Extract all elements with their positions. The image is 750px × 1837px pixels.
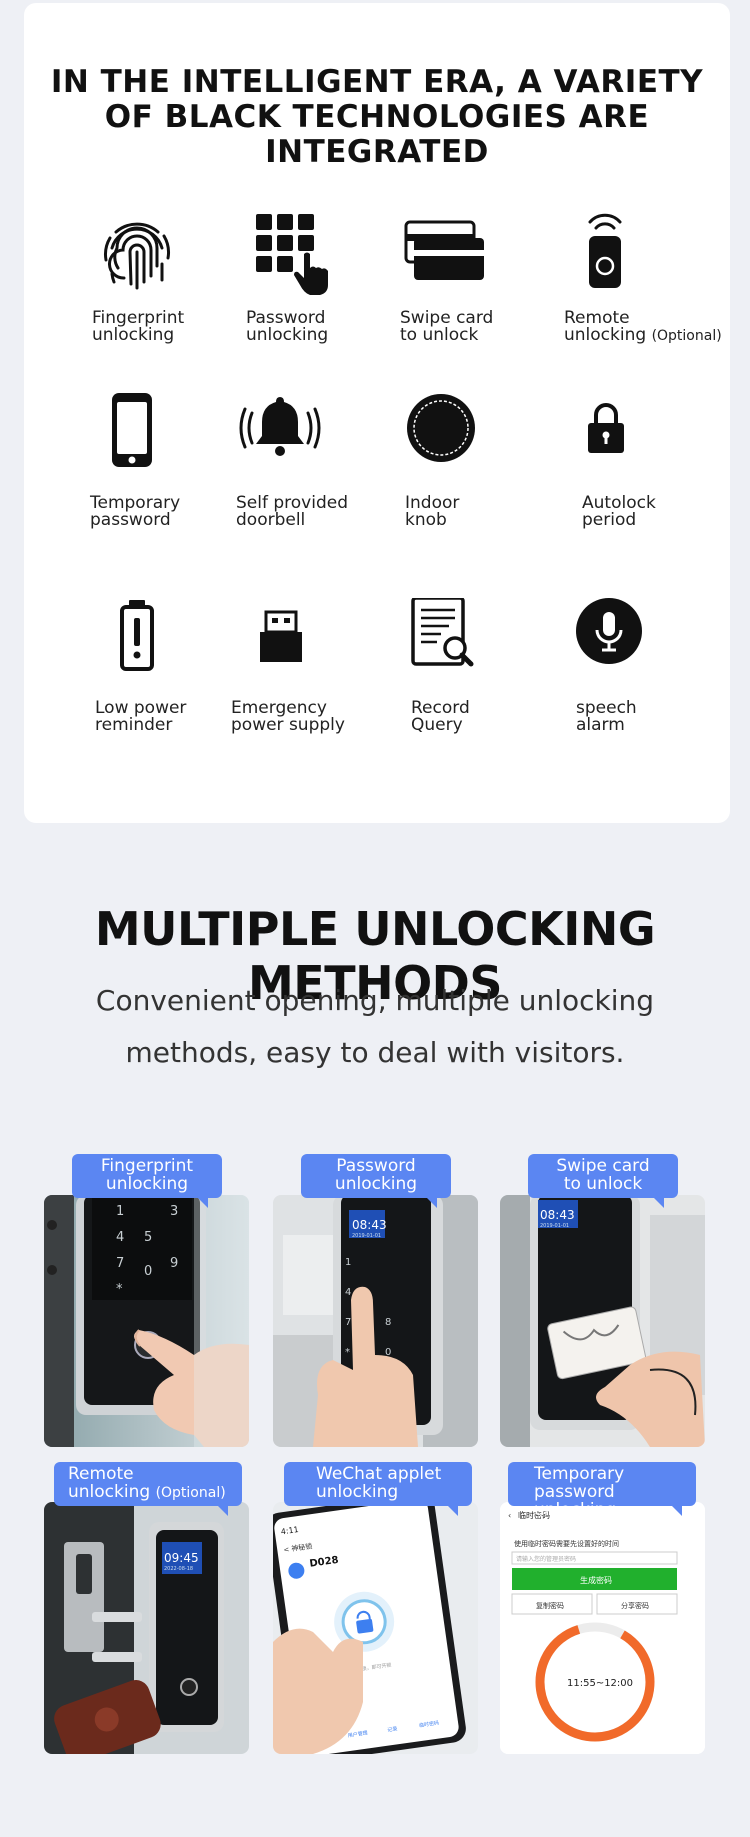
battery-icon xyxy=(120,600,154,671)
tag-line: unlocking xyxy=(334,1174,418,1194)
fingerprint-icon xyxy=(104,222,170,290)
lock-screen-time: 08:43 xyxy=(352,1218,387,1232)
bell-icon xyxy=(239,397,321,456)
svg-text:7: 7 xyxy=(116,1256,124,1271)
svg-text:0: 0 xyxy=(385,1347,391,1358)
time-range: 11:55~12:00 xyxy=(567,1678,633,1689)
feature-label: Low power reminder xyxy=(95,698,187,735)
temp-pw-instruction: 使用临时密码需要先设置好的时间 xyxy=(514,1539,619,1548)
temporary-password-screen: ‹ 临时密码 使用临时密码需要先设置好的时间 请输入您的管理员密码 生成密码 复… xyxy=(500,1502,705,1754)
lock-screen-date: 2019-01-01 xyxy=(540,1223,569,1229)
knob-icon xyxy=(407,394,475,462)
svg-text:4: 4 xyxy=(116,1230,124,1245)
tag-remote: Remote unlocking (Optional) xyxy=(54,1462,242,1516)
photo-remote-unlocking: 09:45 2022-08-18 xyxy=(44,1502,249,1754)
tag-line: unlocking xyxy=(534,1500,617,1520)
phone-status-time: 4:11 xyxy=(280,1525,299,1536)
svg-text:*: * xyxy=(345,1347,350,1358)
admin-password-input[interactable]: 请输入您的管理员密码 xyxy=(516,1555,576,1563)
tag-line: WeChat applet xyxy=(316,1464,442,1484)
feature-label: Temporary password xyxy=(90,493,181,530)
lock-screen-time: 08:43 xyxy=(540,1208,575,1222)
svg-text:*: * xyxy=(116,1282,123,1297)
svg-text:8: 8 xyxy=(385,1317,391,1328)
temp-pw-title: 临时密码 xyxy=(518,1510,550,1520)
tag-wechat: WeChat applet unlocking xyxy=(284,1462,472,1516)
lock-screen-time: 09:45 xyxy=(164,1551,199,1565)
usb-icon xyxy=(260,610,302,662)
lock-screen-date: 2022-08-18 xyxy=(164,1566,193,1572)
feature-label: Autolock period xyxy=(582,493,656,530)
photo-swipe-card: 08:43 2019-01-01 xyxy=(500,1195,705,1447)
feature-label: Password unlocking xyxy=(246,308,329,345)
copy-button-bg[interactable] xyxy=(511,1593,593,1615)
tag-line: to unlock xyxy=(563,1174,643,1194)
features-title: IN THE INTELLIGENT ERA, A VARIETY OF BLA… xyxy=(50,64,704,170)
features-card: IN THE INTELLIGENT ERA, A VARIETY OF BLA… xyxy=(24,3,730,823)
feature-label: Fingerprint unlocking xyxy=(92,308,185,345)
tag-line: Remote xyxy=(68,1464,134,1484)
tag-swipe-card: Swipe card to unlock xyxy=(528,1154,678,1208)
card-lock-illustration: 08:43 2019-01-01 xyxy=(500,1195,705,1447)
svg-text:3: 3 xyxy=(170,1204,178,1219)
svg-text:9: 9 xyxy=(170,1256,178,1271)
wechat-tab[interactable]: 记录 xyxy=(387,1725,398,1733)
keypad-digits: 1 3 4 5 7 9 * 0 xyxy=(116,1204,178,1297)
lock-screen-date: 2019-01-01 xyxy=(352,1233,381,1239)
photo-wechat-applet: 4:11 < 神秘锁 D028 点击开锁，即可开锁 首页 用户管理 记录 临时密… xyxy=(273,1502,478,1754)
device-name: D028 xyxy=(309,1555,339,1570)
feature-label: Self provided doorbell xyxy=(236,493,348,530)
photo-fingerprint-unlocking: 1 3 4 5 7 9 * 0 xyxy=(44,1195,249,1447)
svg-text:0: 0 xyxy=(144,1264,152,1279)
keypad-icon xyxy=(256,214,328,295)
methods-title: MULTIPLE UNLOCKING METHODS xyxy=(94,902,656,1010)
tag-line: Swipe card xyxy=(556,1156,650,1176)
svg-text:4: 4 xyxy=(345,1287,351,1298)
generate-button[interactable]: 生成密码 xyxy=(580,1575,612,1585)
methods-subtitle: Convenient opening, multiple unlocking m… xyxy=(95,984,655,1069)
tag-line: unlocking xyxy=(105,1174,189,1194)
lock-icon xyxy=(588,403,624,453)
back-icon[interactable]: ‹ xyxy=(508,1511,511,1520)
tag-temporary-password: Temporary password unlocking xyxy=(508,1462,696,1519)
document-search-icon xyxy=(411,598,474,667)
share-button-bg[interactable] xyxy=(596,1593,678,1615)
tag-fingerprint: Fingerprint unlocking xyxy=(72,1154,222,1208)
feature-label: Swipe card to unlock xyxy=(400,308,494,345)
tag-line: Temporary password xyxy=(534,1464,625,1502)
generate-button-bg[interactable] xyxy=(512,1568,677,1590)
remote-icon xyxy=(588,213,622,288)
tag-password: Password unlocking xyxy=(301,1154,451,1208)
phone-icon xyxy=(112,393,152,467)
svg-text:1: 1 xyxy=(345,1257,351,1268)
wechat-tab[interactable]: 临时密码 xyxy=(419,1719,440,1729)
photo-temporary-password: ‹ 临时密码 使用临时密码需要先设置好的时间 请输入您的管理员密码 生成密码 复… xyxy=(500,1502,705,1754)
svg-text:1: 1 xyxy=(116,1204,124,1219)
feature-label: Indoor knob xyxy=(405,493,460,530)
card-icon xyxy=(404,220,484,280)
password-lock-illustration: 08:43 2019-01-01 1 4 7 * 8 0 xyxy=(273,1195,478,1447)
tag-line: unlocking xyxy=(316,1482,399,1502)
svg-text:7: 7 xyxy=(345,1317,351,1328)
feature-label: speech alarm xyxy=(576,698,637,735)
tag-line: Fingerprint xyxy=(100,1156,194,1176)
tag-line: Password xyxy=(336,1156,416,1176)
fingerprint-lock-illustration: 1 3 4 5 7 9 * 0 xyxy=(44,1195,249,1447)
remote-lock-illustration: 09:45 2022-08-18 xyxy=(44,1502,249,1754)
feature-label: Emergency power supply xyxy=(231,698,345,735)
copy-button[interactable]: 复制密码 xyxy=(536,1601,564,1610)
svg-text:5: 5 xyxy=(144,1230,152,1245)
keypad-digits: 1 4 7 * 8 0 xyxy=(345,1257,391,1358)
wechat-back[interactable]: < 神秘锁 xyxy=(283,1541,313,1554)
feature-label: Remote unlocking (Optional) xyxy=(564,308,722,345)
share-button[interactable]: 分享密码 xyxy=(621,1601,649,1610)
tag-line: unlocking (Optional) xyxy=(68,1482,226,1502)
microphone-icon xyxy=(576,598,642,664)
feature-label: Record Query xyxy=(411,698,470,735)
wechat-phone-illustration: 4:11 < 神秘锁 D028 点击开锁，即可开锁 首页 用户管理 记录 临时密… xyxy=(273,1502,478,1754)
photo-password-unlocking: 08:43 2019-01-01 1 4 7 * 8 0 xyxy=(273,1195,478,1447)
wechat-tab[interactable]: 用户管理 xyxy=(347,1729,368,1739)
